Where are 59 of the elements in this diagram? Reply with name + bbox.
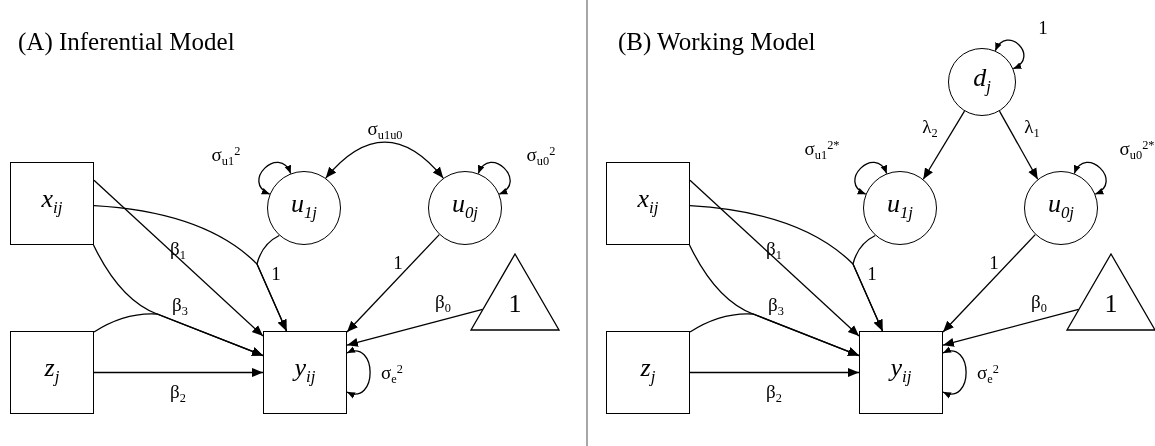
path-arrow xyxy=(346,233,440,333)
self-loop-arrow xyxy=(477,161,511,195)
edge-label: 1 xyxy=(989,252,999,272)
edge-label: β$_{3}$ xyxy=(172,295,188,317)
edge-label: β$_{1}$ xyxy=(170,239,186,261)
variable-label: z$_{j}$ xyxy=(44,353,60,388)
path-arrow xyxy=(942,233,1036,333)
path-arrow xyxy=(93,367,264,378)
self-loop-arrow xyxy=(994,39,1025,70)
variable-label: 1 xyxy=(1104,289,1118,319)
observed-variable-box xyxy=(10,162,94,245)
variable-label: u$_{0j}$ xyxy=(451,188,479,224)
edge-label: λ$_{1}$ xyxy=(1024,117,1040,139)
edge-label: λ$_{2}$ xyxy=(922,117,938,139)
self-loop-arrow xyxy=(854,161,888,195)
observed-variable-box xyxy=(606,162,690,245)
edge-label: 1 xyxy=(393,252,403,272)
path-arrow xyxy=(852,234,884,332)
self-loop-arrow xyxy=(346,347,371,398)
self-loop-arrow xyxy=(1073,161,1107,195)
path-arrow xyxy=(998,110,1039,180)
path-arrow xyxy=(689,179,860,337)
variable-label: y$_{ij}$ xyxy=(890,353,912,388)
edge-label: σ$_{u1u0}$ xyxy=(367,119,403,141)
path-arrow xyxy=(256,234,288,332)
edge-label: 1 xyxy=(1038,17,1048,37)
path-arrow xyxy=(922,110,966,180)
variable-label: d$_{j}$ xyxy=(973,62,991,98)
panel-title: (A) Inferential Model xyxy=(18,28,235,56)
edge-label: 1 xyxy=(271,263,281,283)
edge-label: β$_{3}$ xyxy=(768,295,784,317)
variable-label: 1 xyxy=(508,289,522,319)
variable-label: y$_{ij}$ xyxy=(294,353,316,388)
constant-triangle xyxy=(1066,253,1155,331)
edge-label: β$_{2}$ xyxy=(170,382,186,404)
path-arrow xyxy=(689,367,860,378)
self-loop-arrow xyxy=(258,161,292,195)
variable-label: u$_{1j}$ xyxy=(290,188,318,224)
observed-variable-box xyxy=(859,331,943,414)
edge-label: β$_{1}$ xyxy=(766,239,782,261)
path-arrow xyxy=(689,313,860,357)
observed-variable-box xyxy=(263,331,347,414)
edge-label: β$_{0}$ xyxy=(435,292,451,314)
path-arrow xyxy=(325,141,444,179)
variable-label: x$_{ij}$ xyxy=(41,184,63,219)
variable-label: u$_{0j}$ xyxy=(1047,188,1075,224)
edge-label: 1 xyxy=(867,263,877,283)
observed-variable-box xyxy=(10,331,94,414)
path-arrow xyxy=(93,313,264,357)
observed-variable-box xyxy=(606,331,690,414)
constant-triangle xyxy=(470,253,560,331)
edge-label: β$_{0}$ xyxy=(1031,292,1047,314)
variable-label: u$_{1j}$ xyxy=(886,188,914,224)
variable-label: z$_{j}$ xyxy=(640,353,656,388)
self-loop-arrow xyxy=(942,347,967,398)
variable-label: x$_{ij}$ xyxy=(637,184,659,219)
edge-label: β$_{2}$ xyxy=(766,382,782,404)
panel-title: (B) Working Model xyxy=(618,28,816,56)
path-arrow xyxy=(93,179,264,337)
